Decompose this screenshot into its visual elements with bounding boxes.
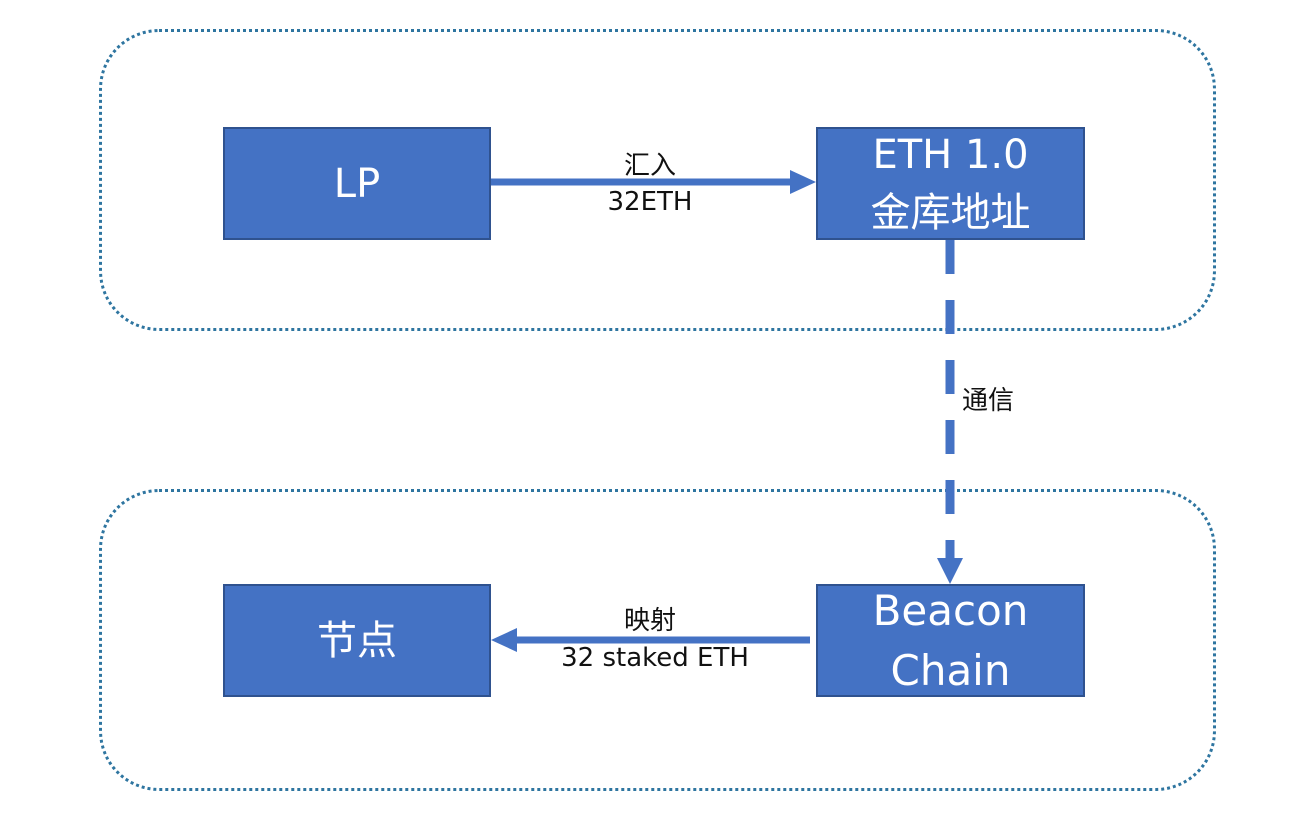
top-group-container (99, 29, 1216, 331)
treasury-node-line1: ETH 1.0 (872, 131, 1029, 178)
beacon-node-line2: Chain (890, 645, 1011, 695)
beacon-chain-node: Beacon Chain (816, 584, 1085, 697)
beacon-node-line1: Beacon (872, 585, 1029, 635)
lp-node-label: LP (333, 160, 381, 207)
deposit-arrow (491, 170, 816, 194)
lp-node: LP (223, 127, 491, 240)
validator-node: 节点 (223, 584, 491, 697)
deposit-label: 汇入 (623, 151, 676, 181)
communication-label: 通信 (962, 386, 1015, 416)
treasury-address-node: ETH 1.0 金库地址 (816, 127, 1085, 240)
mapping-arrow (491, 628, 810, 652)
mapping-amount-label: 32 staked ETH (561, 643, 749, 673)
deposit-amount-label: 32ETH (607, 187, 693, 217)
bottom-group-container (99, 489, 1216, 791)
mapping-label: 映射 (623, 606, 676, 636)
treasury-node-line2: 金库地址 (870, 189, 1031, 236)
validator-node-label: 节点 (317, 617, 397, 664)
communication-arrow (937, 240, 963, 584)
